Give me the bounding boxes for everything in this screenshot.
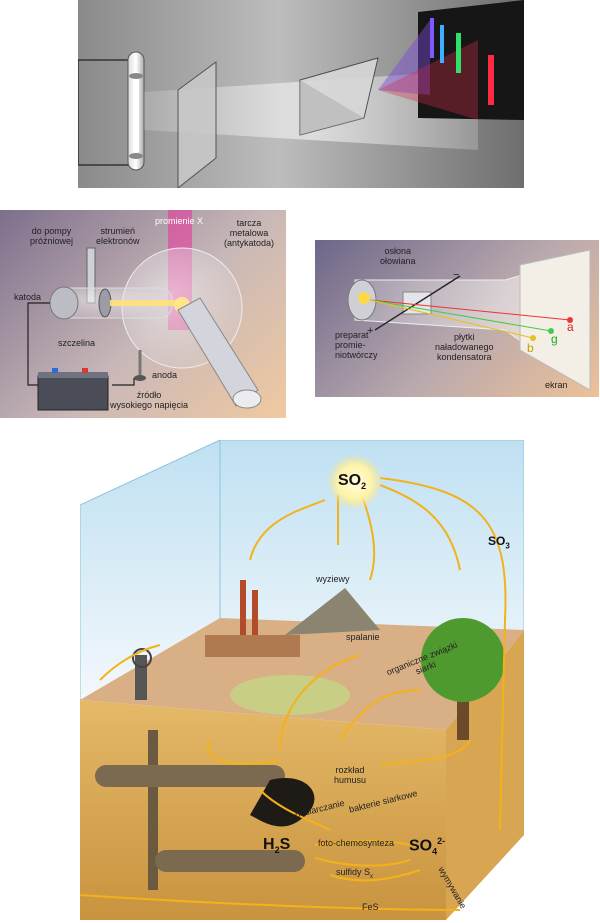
label-so3: SO3 [488, 534, 510, 551]
xray-tube-illustration [27, 210, 262, 411]
label-ray-a: a [567, 320, 574, 334]
label-xrays: promienie X [155, 216, 204, 226]
battery [37, 375, 109, 411]
label-electron-stream: strumień elektronów [96, 226, 140, 246]
minus-sign: − [453, 269, 460, 281]
label-screen: ekran [545, 380, 568, 390]
sulfur-cycle-panel: SO2 SO3 H2S SO42- wyziewy spalanie organ… [80, 440, 524, 920]
label-anode: anoda [152, 370, 178, 380]
sulfur-cycle-illustration [80, 440, 524, 920]
plus-sign: + [367, 325, 374, 337]
cathode [49, 286, 79, 320]
sun-glow [327, 454, 383, 510]
anticathode-arm [177, 297, 259, 407]
ray-alpha [369, 299, 571, 321]
label-lead-shield: osłona ołowiana [380, 246, 416, 266]
label-hv-source: źródło wysokiego napięcia [110, 390, 189, 410]
xray-tube-panel: do pompy próżniowej strumień elektronów … [0, 210, 286, 418]
radiation-panel: osłona ołowiana preparat promie- niotwór… [315, 240, 599, 397]
volcano [285, 588, 380, 635]
label-capacitor: płytki naładowanego kondensatora [435, 332, 494, 362]
ray-gamma [369, 299, 552, 332]
label-so2: SO2 [338, 472, 367, 492]
mine-tunnel-lower [155, 850, 305, 872]
spectral-line-green [456, 33, 461, 73]
label-vacuum-pump: do pompy próżniowej [30, 226, 74, 246]
label-sulfides: sulfidy Sx [336, 867, 374, 880]
label-fes: FeS [362, 902, 379, 912]
sample [358, 292, 370, 304]
meadow [230, 675, 350, 715]
soil-side [446, 630, 524, 920]
tree [421, 618, 505, 702]
label-burning: spalanie [346, 632, 380, 642]
label-so4: SO42- [409, 836, 446, 857]
label-h2s: H2S [263, 836, 291, 856]
electron-stream [110, 300, 180, 306]
label-exhalations: wyziewy [316, 574, 350, 584]
slit-plate [177, 61, 217, 188]
spectral-line-violet [430, 18, 434, 58]
screen [519, 249, 591, 391]
label-target: tarcza metalowa (antykatoda) [224, 218, 275, 248]
spectral-line-red [488, 55, 494, 105]
spectroscope-illustration [78, 0, 524, 188]
ray-beta [369, 299, 534, 339]
circuit-wire [78, 59, 136, 166]
label-sample: preparat promie- niotwórczy [335, 330, 378, 360]
spectral-line-blue [440, 25, 444, 63]
ground-surface [80, 618, 524, 730]
mine-tower [135, 655, 147, 700]
label-ray-b: b [527, 341, 534, 355]
slit [98, 288, 112, 318]
label-ray-g: g [551, 332, 558, 346]
factory [205, 635, 300, 657]
label-humus-decomposition: rozkład humusu [334, 765, 367, 785]
label-photo-chemosynthesis: foto-chemosynteza [318, 838, 395, 848]
label-slit: szczelina [58, 338, 96, 348]
mine-tunnel-upper [95, 765, 285, 787]
label-cathode: katoda [14, 292, 42, 302]
spectrum-screen [418, 0, 524, 120]
radiation-illustration [347, 249, 591, 391]
spectroscope-panel: + − [78, 0, 524, 188]
